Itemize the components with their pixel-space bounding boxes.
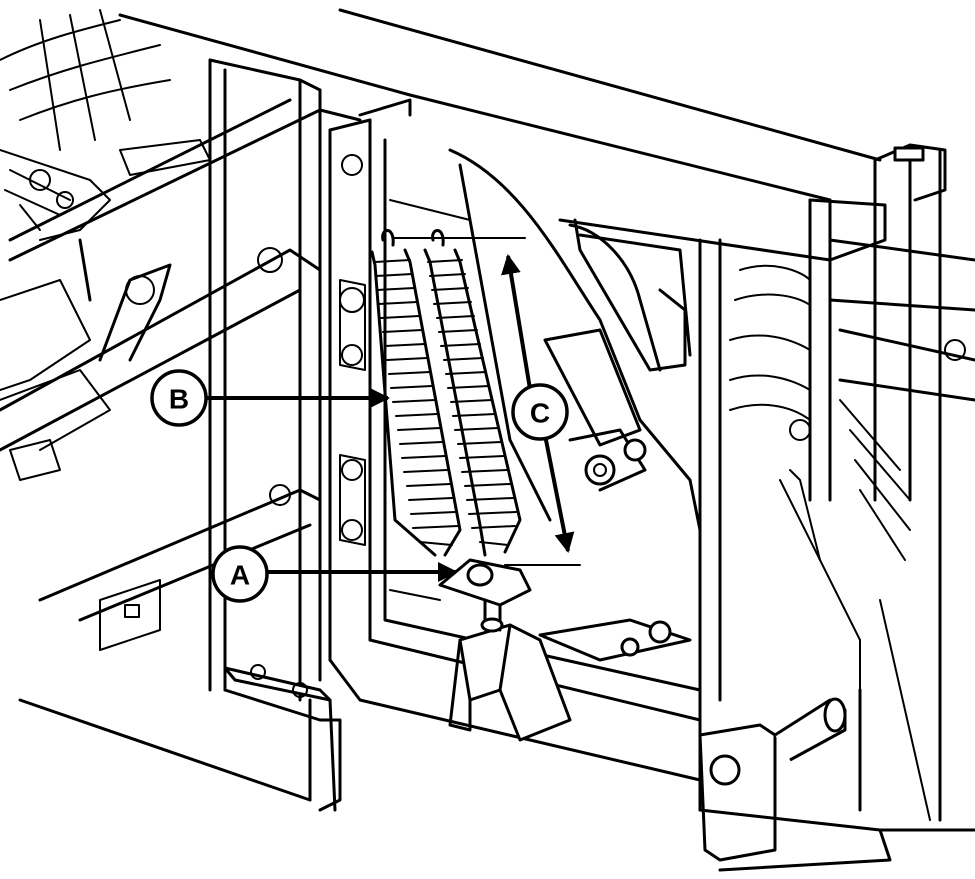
upper-left-machinery: [0, 9, 211, 481]
bottom-left-rail: [18, 664, 342, 812]
right-frame: [558, 143, 975, 822]
callout-b-circle: [150, 369, 208, 427]
dimension-c: [392, 237, 581, 566]
diagonal-braces: [0, 247, 322, 651]
spring-right: [423, 229, 522, 557]
callout-c-label: C: [530, 398, 550, 429]
dimension-arrow-down: [542, 429, 575, 553]
dimension-arrow-up: [501, 254, 533, 396]
callout-c-circle: [511, 383, 569, 441]
callout-b: B: [150, 369, 208, 427]
callout-a-label: A: [230, 560, 250, 591]
callout-a-circle: [211, 545, 269, 603]
callout-a: A: [211, 545, 269, 603]
tension-springs: [370, 229, 522, 557]
lever-plate: [448, 148, 702, 532]
callout-b-label: B: [169, 384, 189, 415]
right-lower-bracket: [698, 697, 975, 872]
top-frame-rail: [8, 8, 882, 302]
callout-c: C: [511, 383, 569, 441]
left-vertical-post: [208, 58, 322, 702]
spring-anchor-bracket: [438, 558, 692, 742]
